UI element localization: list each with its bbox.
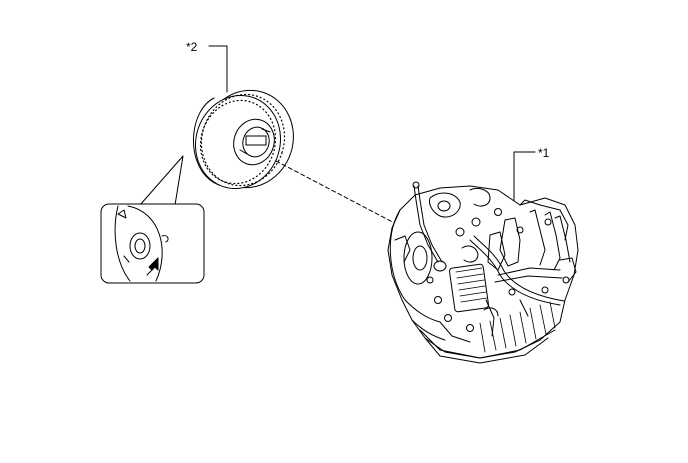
leader-line-1 (513, 151, 536, 206)
transaxle-assembly-icon (387, 181, 579, 364)
leader-line-2 (208, 45, 228, 93)
detail-view (100, 203, 205, 284)
callout-label-1: *1 (538, 146, 550, 160)
alignment-dashed-line (275, 160, 405, 229)
arrow-icon (146, 257, 159, 276)
detail-pointer (139, 155, 184, 206)
callout-label-2: *2 (186, 40, 198, 54)
torque-converter-icon (192, 89, 294, 190)
